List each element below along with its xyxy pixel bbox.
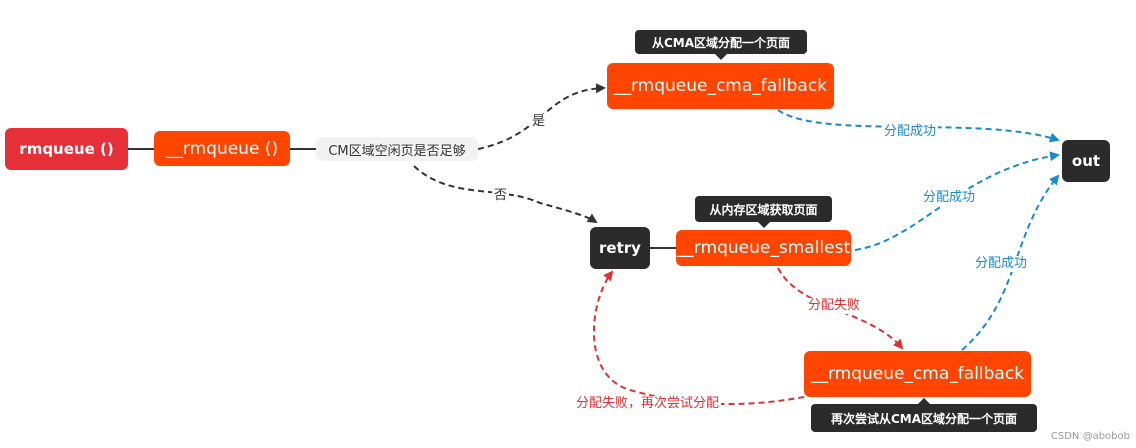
edge-success-3 [961, 174, 1060, 351]
edge-label-fail: 分配失败 [806, 298, 863, 314]
note-cma-bottom: 再次尝试从CMA区域分配一个页面 [811, 398, 1037, 432]
node-__rmqueue: __rmqueue () [154, 131, 290, 166]
note-smallest: 从内存区域获取页面 [695, 196, 832, 228]
node-retry: retry [590, 227, 650, 269]
edge-label-success-1: 分配成功 [882, 124, 939, 140]
edge-no [413, 165, 598, 224]
node-cma-fallback-bottom: __rmqueue_cma_fallback [804, 351, 1031, 397]
node-smallest: __rmqueue_smallest [676, 230, 851, 266]
edge-fail-retry [592, 270, 805, 405]
watermark: CSDN @abobob [1050, 431, 1130, 442]
node-rmqueue: rmqueue () [5, 128, 128, 170]
edge-success-1 [777, 109, 1060, 143]
node-out: out [1062, 140, 1110, 182]
edge-label-success-3: 分配成功 [973, 256, 1030, 272]
node-condition: CM区域空闲页是否足够 [316, 137, 478, 161]
edge-label-yes: 是 [530, 114, 548, 130]
edge-label-success-2: 分配成功 [921, 190, 978, 206]
edge-label-fail-retry: 分配失败，再次尝试分配 [574, 396, 722, 412]
edge-label-no: 否 [492, 188, 510, 204]
note-cma-top: 从CMA区域分配一个页面 [635, 30, 807, 60]
node-cma-fallback-top: __rmqueue_cma_fallback [607, 63, 834, 109]
